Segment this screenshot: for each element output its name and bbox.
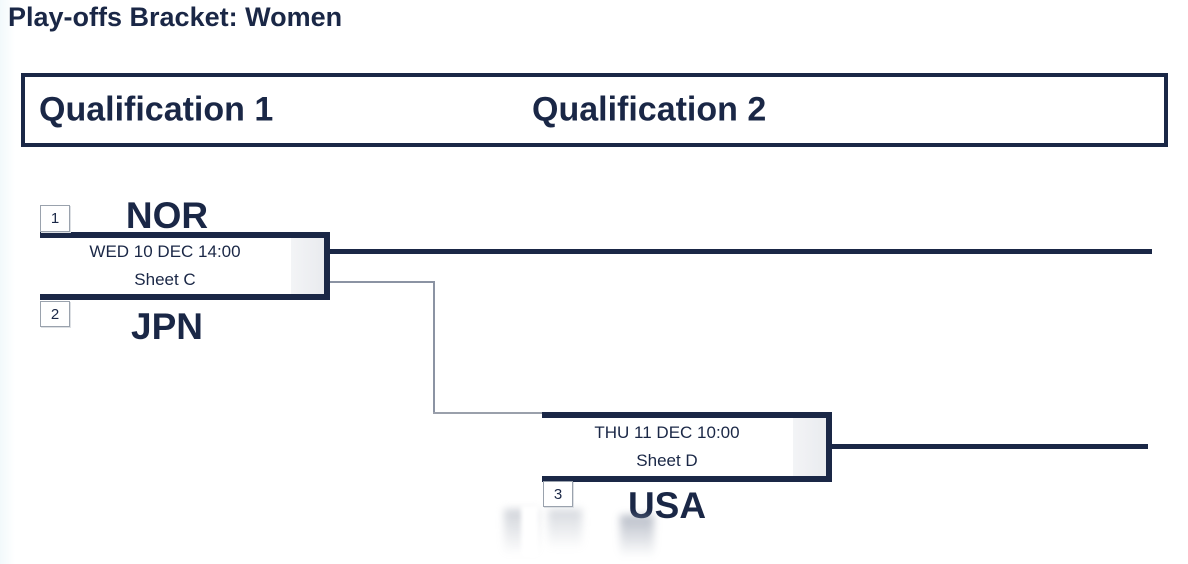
match2-score-strip [793,418,826,476]
match1-score-strip [291,238,324,294]
match1-loser-feed-line-horizontal [330,281,434,283]
match1-datetime: WED 10 DEC 14:00 [89,242,241,261]
round-header-qualification-1: Qualification 1 [39,90,274,129]
match1-info: WED 10 DEC 14:00 Sheet C [40,238,290,294]
match2-sheet: Sheet D [636,451,698,470]
match1-team-bottom: JPN [131,306,203,347]
match2-team-bottom: USA [627,485,707,526]
page-edge-fade [0,0,15,564]
feed-line-vertical [433,281,435,414]
match2-seed-bottom: 3 [543,481,573,507]
ghost-smudge [504,509,538,555]
page-title: Play-offs Bracket: Women [8,2,343,32]
match1-info-box: WED 10 DEC 14:00 Sheet C [40,232,330,300]
match2-feed-line-horizontal [433,412,543,414]
ghost-smudge-highlight [521,505,539,557]
round-header-box: Qualification 1 Qualification 2 [21,73,1168,147]
round-header-qualification-2: Qualification 2 [532,90,767,129]
match2-datetime: THU 11 DEC 10:00 [594,423,740,442]
match2-winner-advance-line [830,444,1148,449]
match1-winner-advance-line [330,249,1152,254]
match1-sheet: Sheet C [134,270,196,289]
match1-seed-top: 1 [40,205,70,232]
match2-info-box: THU 11 DEC 10:00 Sheet D [542,412,832,482]
match2-info: THU 11 DEC 10:00 Sheet D [542,418,792,476]
match1-team-top: NOR [125,195,209,236]
match1-seed-bottom: 2 [40,301,70,327]
